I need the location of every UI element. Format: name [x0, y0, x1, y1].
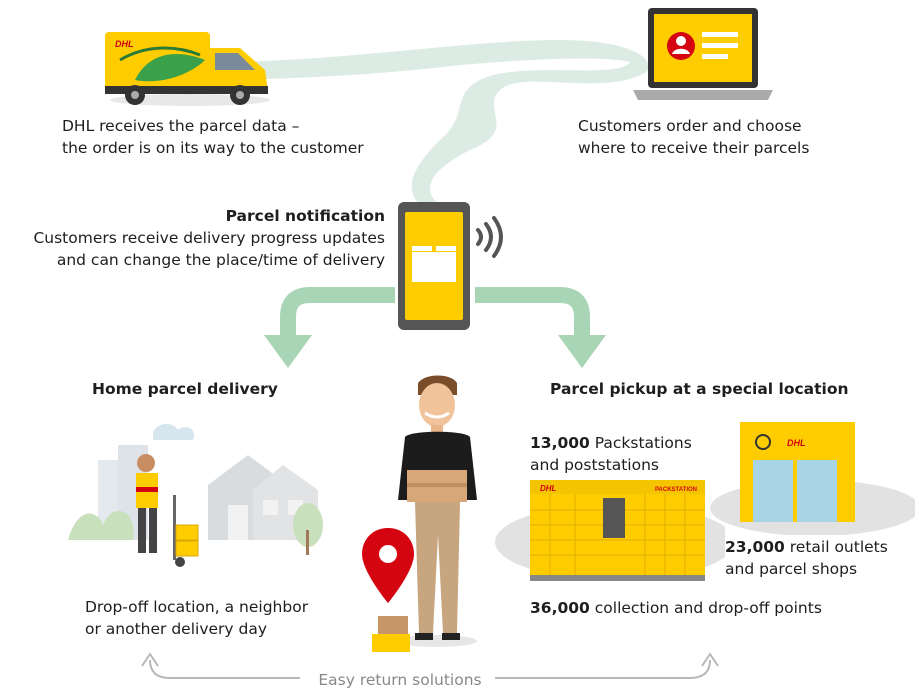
- pickup-title: Parcel pickup at a special location: [550, 380, 849, 398]
- packstation-illustration: DHL PACKSTATION: [495, 480, 725, 581]
- packstations-line2: and poststations: [530, 456, 659, 474]
- arrow-to-home: [264, 287, 395, 368]
- phone-icon: [398, 202, 470, 330]
- home-line2: or another delivery day: [85, 620, 268, 638]
- retail-count: 23,000: [725, 538, 785, 556]
- locker-brand: PACKSTATION: [655, 487, 697, 493]
- packstations-label: Packstations: [589, 434, 692, 452]
- collection-points: 36,000 collection and drop-off points: [530, 597, 900, 619]
- dhl-receives-line1: DHL receives the parcel data –: [62, 117, 300, 135]
- home-line1: Drop-off location, a neighbor: [85, 598, 309, 616]
- notification-line2: and can change the place/time of deliver…: [56, 251, 385, 269]
- notification-title: Parcel notification: [225, 207, 385, 225]
- home-delivery-title: Home parcel delivery: [92, 380, 278, 398]
- dhl-receives-line2: the order is on its way to the customer: [62, 139, 364, 157]
- retail-line2: and parcel shops: [725, 560, 858, 578]
- return-label: Easy return solutions: [318, 671, 482, 689]
- location-pin-icon: [362, 528, 414, 652]
- parcel-shop-illustration: DHL: [710, 422, 915, 535]
- points-label: collection and drop-off points: [589, 599, 822, 617]
- packstations-count: 13,000: [530, 434, 590, 452]
- arrow-to-pickup: [475, 287, 606, 368]
- points-count: 36,000: [530, 599, 590, 617]
- packstations-line1: 13,000 Packstations: [530, 432, 730, 454]
- customers-order-line2: where to receive their parcels: [578, 139, 810, 157]
- notification-line1: Customers receive delivery progress upda…: [33, 229, 385, 247]
- retail-label: retail outlets: [784, 538, 888, 556]
- van-icon: DHL: [105, 32, 270, 106]
- locker-logo: DHL: [540, 484, 557, 493]
- customers-order-line1: Customers order and choose: [578, 117, 802, 135]
- customer-illustration: [397, 375, 477, 647]
- van-logo: DHL: [115, 39, 134, 49]
- courier-illustration: [68, 423, 323, 567]
- return-arrows: [141, 652, 719, 679]
- shop-logo: DHL: [787, 438, 806, 448]
- retail-line1: 23,000 retail outlets: [725, 536, 915, 558]
- signal-icon: [476, 216, 503, 258]
- laptop-icon: [633, 8, 773, 100]
